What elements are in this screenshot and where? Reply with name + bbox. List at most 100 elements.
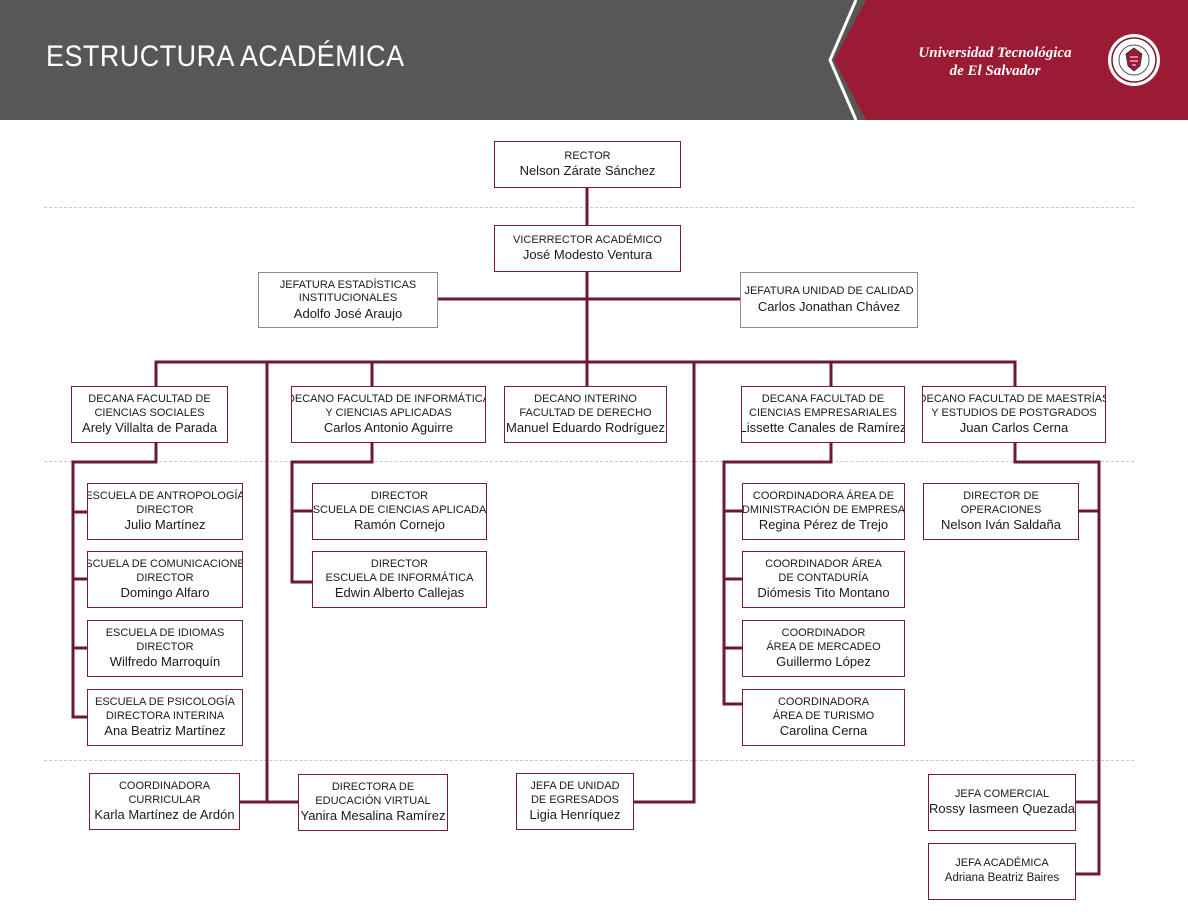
node-director-informatica: DIRECTOR ESCUELA DE INFORMÁTICA Edwin Al… (312, 551, 487, 608)
node-title: FACULTAD DE DERECHO (519, 406, 652, 419)
node-decana-ciencias-sociales: DECANA FACULTAD DE CIENCIAS SOCIALES Are… (71, 386, 228, 443)
node-title: OPERACIONES (960, 503, 1042, 516)
node-title: ÁREA DE MERCADEO (766, 640, 881, 653)
node-person: Nelson Iván Saldaña (941, 517, 1061, 532)
node-title: DIRECTOR (136, 503, 194, 516)
node-coordinador-mercadeo: COORDINADOR ÁREA DE MERCADEO Guillermo L… (742, 620, 905, 677)
node-coordinadora-curricular: COORDINADORA CURRICULAR Karla Martínez d… (89, 773, 240, 830)
node-person: Julio Martínez (124, 517, 206, 532)
page-title: ESTRUCTURA ACADÉMICA (46, 40, 405, 73)
university-seal-icon (1108, 34, 1160, 86)
node-title: ESCUELA DE INFORMÁTICA (325, 571, 474, 584)
node-person: Arely Villalta de Parada (82, 420, 217, 435)
node-person: Wilfredo Marroquín (109, 654, 221, 669)
node-title: CIENCIAS EMPRESARIALES (749, 406, 897, 419)
node-title: VICERRECTOR ACADÉMICO (513, 233, 662, 246)
brand-line-1: Universidad Tecnológica (918, 45, 1072, 61)
node-title: DE CONTADURÍA (778, 571, 869, 584)
node-person: Rossy Iasmeen Quezada (929, 801, 1075, 817)
level-divider (44, 461, 1134, 462)
node-jefatura-calidad: JEFATURA UNIDAD DE CALIDAD Carlos Jonath… (740, 272, 918, 328)
node-title: DIRECTOR (136, 640, 194, 653)
node-title: Y CIENCIAS APLICADAS (325, 406, 452, 419)
node-title: DECANO FACULTAD DE MAESTRÍAS (922, 393, 1106, 405)
node-title: JEFA DE UNIDAD (530, 780, 620, 792)
university-logo: Universidad Tecnológica de El Salvador (890, 44, 1100, 80)
node-title: DECANA FACULTAD DE (761, 393, 885, 405)
node-title: CIENCIAS SOCIALES (94, 406, 205, 419)
node-title: COORDINADORA (777, 696, 870, 708)
node-person: Edwin Alberto Callejas (334, 585, 465, 600)
brand-line-2: de El Salvador (949, 63, 1041, 79)
node-title: JEFATURA ESTADÍSTICAS (279, 278, 417, 291)
brand-panel (828, 0, 1188, 120)
node-person: José Modesto Ventura (522, 247, 653, 263)
node-person: Regina Pérez de Trejo (758, 517, 889, 532)
node-coordinadora-administracion: COORDINADORA ÁREA DE ADMINISTRACIÓN DE E… (742, 483, 905, 540)
node-person: Ramón Cornejo (353, 517, 446, 532)
level-divider (44, 760, 1134, 761)
node-jefa-academica: JEFA ACADÉMICA Adriana Beatriz Baires (928, 843, 1076, 900)
node-title: ESCUELA DE PSICOLOGÍA (95, 696, 235, 708)
node-title: ESCUELA DE CIENCIAS APLICADAS (312, 503, 487, 516)
node-person: Diómesis Tito Montano (757, 585, 890, 600)
node-director-operaciones: DIRECTOR DE OPERACIONES Nelson Iván Sald… (923, 483, 1079, 540)
node-title: COORDINADORA ÁREA DE (752, 490, 895, 502)
node-title: DIRECTORA DE (331, 781, 415, 793)
node-person: Ligia Henríquez (529, 807, 621, 822)
node-director-ciencias-aplicadas: DIRECTOR ESCUELA DE CIENCIAS APLICADAS R… (312, 483, 487, 540)
node-title: DIRECTOR (370, 558, 429, 570)
node-jefa-comercial: JEFA COMERCIAL Rossy Iasmeen Quezada (928, 774, 1076, 831)
node-title: ESCUELA DE ANTROPOLOGÍA (87, 490, 243, 502)
node-title: DECANO FACULTAD DE INFORMÁTICA (291, 393, 486, 405)
node-title: ESCUELA DE IDIOMAS (105, 627, 225, 639)
node-jefa-egresados: JEFA DE UNIDAD DE EGRESADOS Ligia Henríq… (516, 773, 634, 830)
node-title: EDUCACIÓN VIRTUAL (315, 794, 431, 807)
node-decano-derecho: DECANO INTERINO FACULTAD DE DERECHO Manu… (504, 386, 667, 443)
node-title: DIRECTOR (370, 490, 429, 502)
node-title: DIRECTORA INTERINA (105, 709, 225, 722)
node-person: Ana Beatriz Martínez (104, 723, 226, 738)
node-title: DIRECTOR DE (963, 490, 1039, 502)
node-decano-postgrados: DECANO FACULTAD DE MAESTRÍAS Y ESTUDIOS … (922, 386, 1106, 443)
node-title: ADMINISTRACIÓN DE EMPRESAS (742, 503, 905, 516)
node-person: Yanira Mesalina Ramírez (300, 808, 446, 823)
node-person: Lissette Canales de Ramírez (741, 420, 905, 435)
node-title: COORDINADOR (781, 627, 866, 639)
node-title: COORDINADOR ÁREA (765, 558, 882, 570)
node-title: DECANA FACULTAD DE (88, 393, 211, 405)
node-title: ÁREA DE TURISMO (772, 709, 875, 722)
node-escuela-idiomas: ESCUELA DE IDIOMAS DIRECTOR Wilfredo Mar… (87, 620, 243, 677)
node-vicerrector: VICERRECTOR ACADÉMICO José Modesto Ventu… (494, 225, 681, 272)
node-title: DE EGRESADOS (530, 793, 620, 806)
node-title: INSTITUCIONALES (298, 292, 398, 304)
node-title: DIRECTOR (136, 571, 194, 584)
node-rector: RECTOR Nelson Zárate Sánchez (494, 141, 681, 188)
node-directora-educacion-virtual: DIRECTORA DE EDUCACIÓN VIRTUAL Yanira Me… (298, 774, 448, 831)
node-person: Carlos Antonio Aguirre (323, 420, 454, 435)
node-title: Y ESTUDIOS DE POSTGRADOS (931, 406, 1097, 419)
level-divider (44, 207, 1134, 208)
node-person: Karla Martínez de Ardón (94, 807, 235, 822)
node-person: Adriana Beatriz Baires (944, 872, 1060, 885)
node-person: Juan Carlos Cerna (959, 420, 1069, 435)
node-coordinador-contaduria: COORDINADOR ÁREA DE CONTADURÍA Diómesis … (742, 551, 905, 608)
node-title: JEFA ACADÉMICA (955, 856, 1049, 869)
node-person: Domingo Alfaro (120, 585, 210, 600)
node-title: ESCUELA DE COMUNICACIONES (88, 558, 243, 570)
node-coordinadora-turismo: COORDINADORA ÁREA DE TURISMO Carolina Ce… (742, 689, 905, 746)
node-decana-empresariales: DECANA FACULTAD DE CIENCIAS EMPRESARIALE… (741, 386, 905, 443)
node-person: Adolfo José Araujo (293, 305, 403, 321)
node-person: Carlos Jonathan Chávez (757, 298, 901, 314)
node-person: Carolina Cerna (779, 723, 868, 738)
node-title: JEFATURA UNIDAD DE CALIDAD (744, 285, 914, 298)
node-person: Guillermo López (776, 654, 871, 669)
node-decano-informatica: DECANO FACULTAD DE INFORMÁTICA Y CIENCIA… (291, 386, 486, 443)
node-jefatura-estadisticas: JEFATURA ESTADÍSTICAS INSTITUCIONALES Ad… (258, 272, 438, 328)
node-title: DECANO INTERINO (534, 393, 637, 405)
node-title: COORDINADORA (118, 780, 211, 792)
node-person: Manuel Eduardo Rodríguez (506, 420, 665, 435)
node-title: CURRICULAR (128, 793, 201, 806)
node-escuela-comunicaciones: ESCUELA DE COMUNICACIONES DIRECTOR Domin… (87, 551, 243, 608)
